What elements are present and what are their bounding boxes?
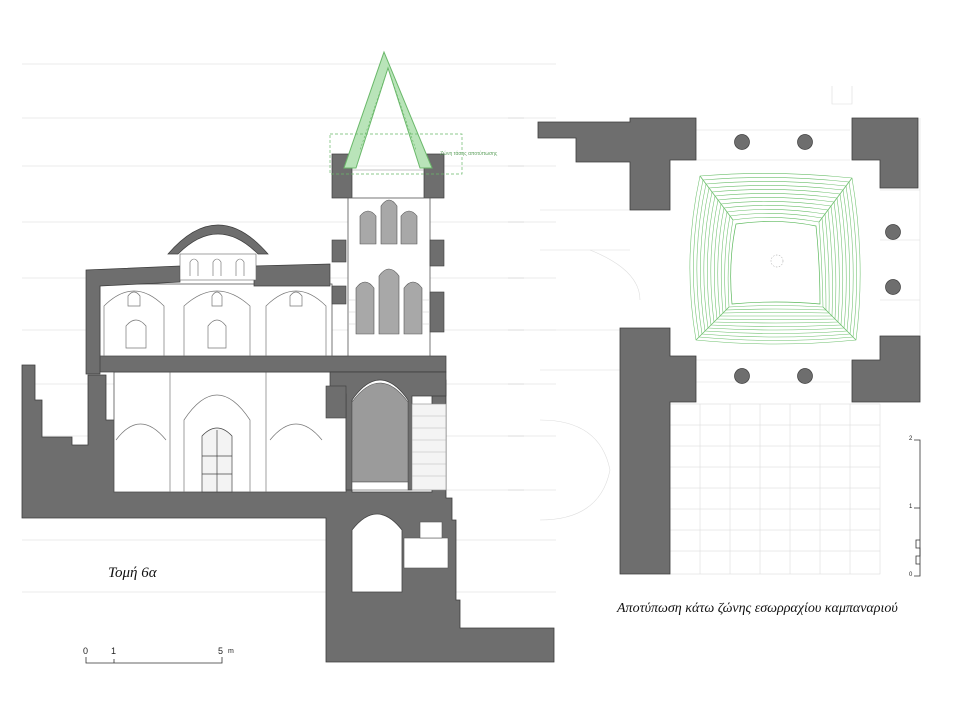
scale-label-1: 1 [111,646,117,656]
tower-pier-right-2 [429,291,445,333]
dome-windows [189,258,245,276]
plan-wall-top-left [537,117,697,211]
scale-label-0: 0 [83,646,89,656]
vault-contour-survey [689,173,861,345]
plan-drawing [537,86,921,577]
crypt-niche [403,537,449,569]
stonework-courses [412,415,446,477]
tower-masonry [348,299,430,325]
tower-stonework [411,403,447,491]
main-door [201,427,233,493]
plan-wall-bottom-right [851,335,921,403]
section-caption: Τομή 6α [108,565,157,581]
reconstruction-note: Ζώνη τάσης αποτύπωσης [440,150,498,157]
roof-right [253,263,331,287]
tower-arch-opening [351,382,409,483]
belfry-windows-upper [359,199,418,245]
vault-oculus-area [730,221,821,305]
level-markers [508,117,524,491]
section-scale-bar [85,657,223,664]
plan-caption: Αποτύπωση κάτω ζώνης εσωρραχίου καμπαναρ… [617,601,898,616]
tower-side-pier [325,385,347,419]
plan-columns [734,134,901,384]
lower-arches [115,372,323,492]
crypt-opening [351,513,403,593]
reconstructed-spire [329,50,463,175]
scale-label-5: 5 [218,646,224,656]
vault-center-mark [770,254,784,268]
plan-wall-bottom-left [619,327,697,575]
plan-scale-bar [914,439,921,577]
tower-pier-right-1 [429,239,445,267]
scale-unit: m [228,648,234,655]
plan-wall-top-right [851,117,919,189]
tower-arch-step [351,481,409,491]
dome-drum [179,253,257,281]
plan-scale-label-0: 0 [909,572,913,578]
section-drawing: Ζώνη τάσης αποτύπωσης [21,50,556,664]
tile-floor [669,403,881,575]
tower-pier-left-2 [331,285,347,305]
belfry-windows-lower [355,268,423,335]
upper-arches [103,290,327,356]
plan-scale-label-1: 1 [909,504,913,510]
crypt-step [419,521,443,539]
gallery-floor [87,355,447,373]
dome-shell [167,224,269,255]
plan-scale-label-2: 2 [909,436,913,442]
tower-pier-left-1 [331,239,347,263]
ground-mass [21,364,555,663]
